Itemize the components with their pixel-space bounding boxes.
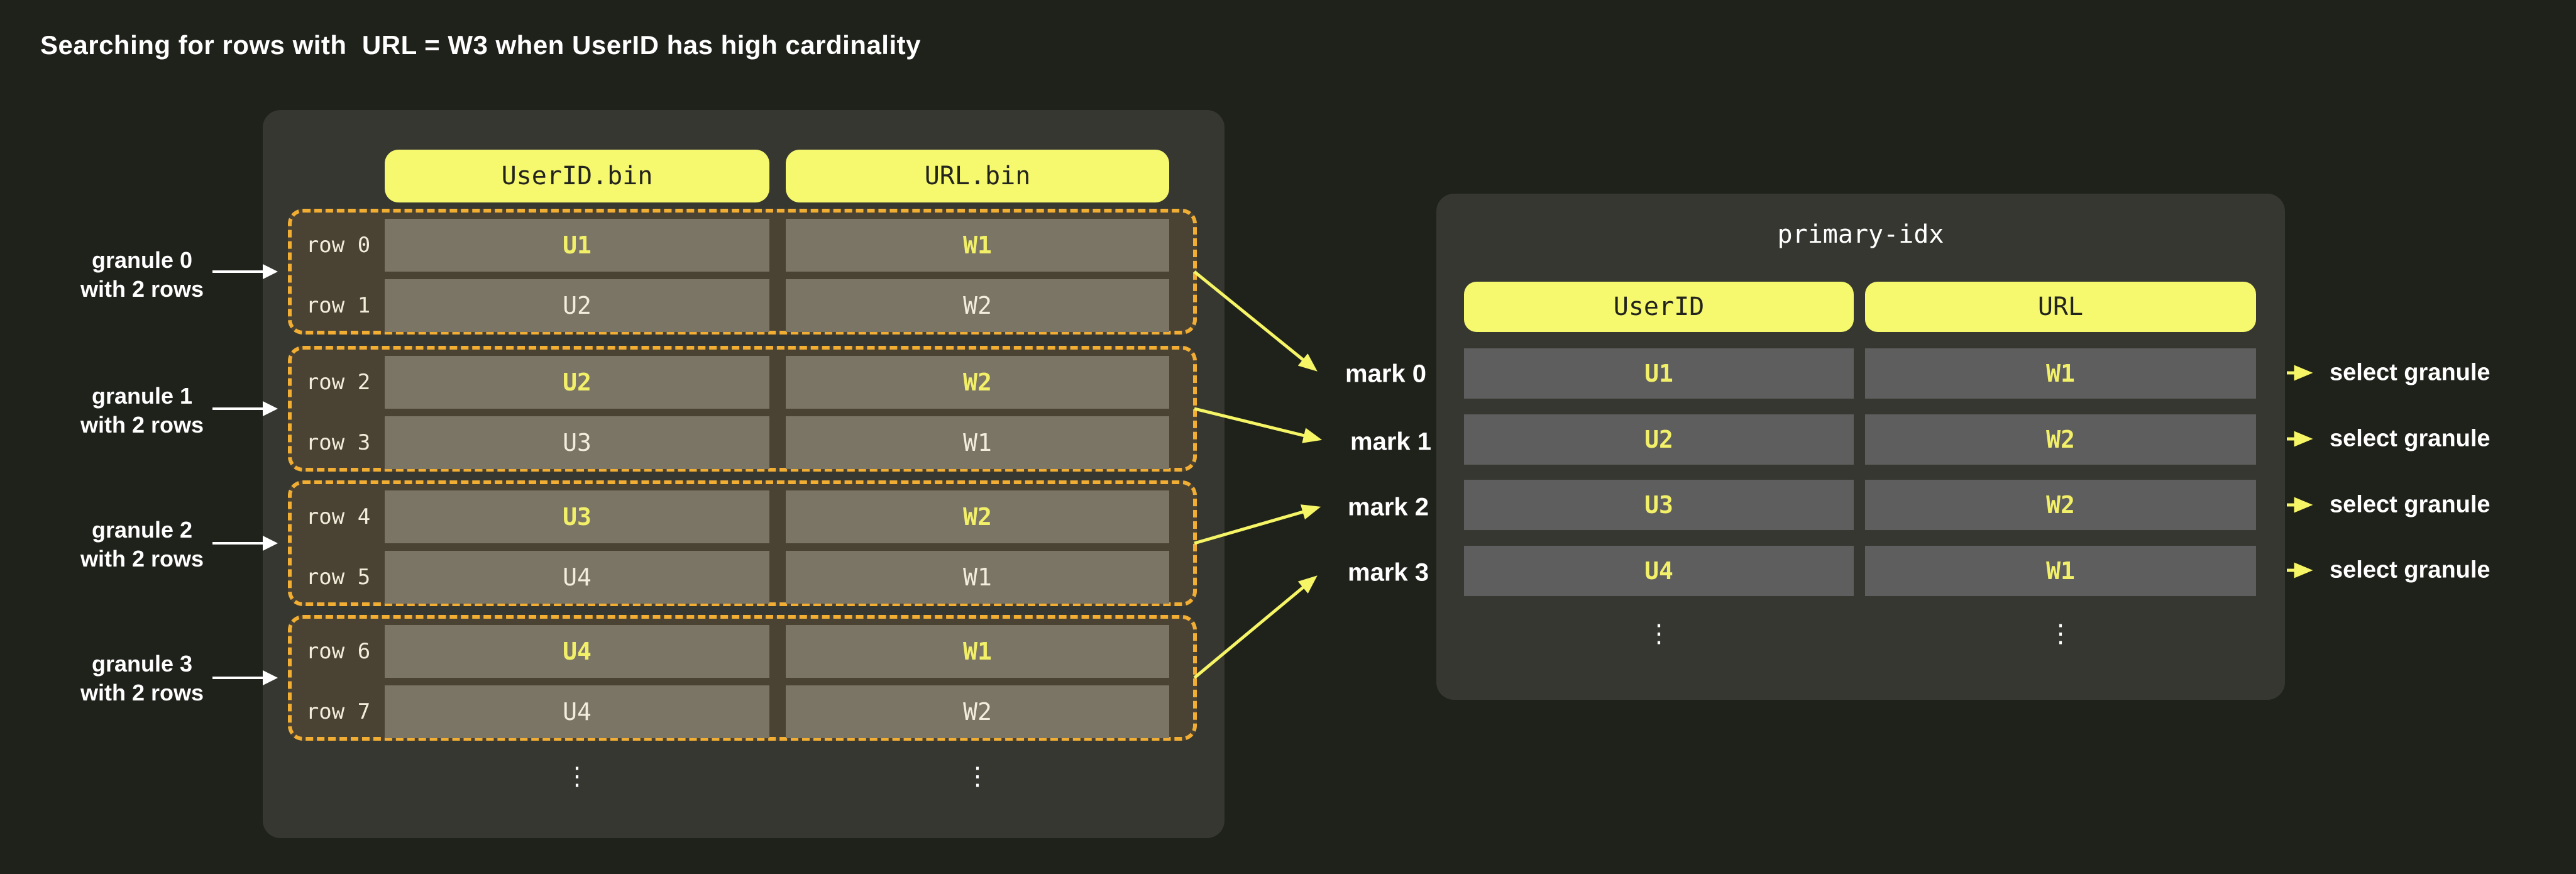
bin-cell-url: W1 bbox=[786, 219, 1169, 272]
bin-cell-url: W1 bbox=[786, 551, 1169, 604]
granule-label-line2: with 2 rows bbox=[80, 412, 204, 438]
mark-label-2: mark 2 bbox=[1348, 493, 1429, 521]
bin-cell-userid: U1 bbox=[385, 219, 769, 272]
bin-cell-userid: U4 bbox=[385, 625, 769, 678]
index-cell-url: W2 bbox=[1865, 480, 2256, 530]
granule-label-line1: granule 0 bbox=[91, 247, 193, 273]
row-label: row 0 bbox=[305, 233, 371, 258]
primary-index-panel: primary-idx UserID URL U1 W1 U2 W2 U3 W2… bbox=[1436, 194, 2285, 700]
select-granule-label-0: select granule bbox=[2330, 359, 2491, 386]
row-label: row 7 bbox=[305, 699, 371, 724]
index-header-url: URL bbox=[1865, 282, 2256, 332]
index-cell-userid: U3 bbox=[1464, 480, 1854, 530]
mark-label-0: mark 0 bbox=[1345, 360, 1426, 388]
select-granule-label-3: select granule bbox=[2330, 556, 2491, 584]
index-cell-url: W1 bbox=[1865, 348, 2256, 399]
row-label: row 6 bbox=[305, 639, 371, 664]
row-label: row 3 bbox=[305, 430, 371, 455]
granule-box-0: row 0 U1 W1 row 1 U2 W2 bbox=[288, 209, 1197, 335]
granule-box-2: row 4 U3 W2 row 5 U4 W1 bbox=[288, 480, 1197, 606]
bin-cell-url: W2 bbox=[786, 685, 1169, 738]
granule-label-2: granule 2 with 2 rows bbox=[29, 516, 255, 573]
row-label: row 5 bbox=[305, 565, 371, 590]
bin-cell-userid: U3 bbox=[385, 416, 769, 469]
granule-label-0: granule 0 with 2 rows bbox=[29, 246, 255, 304]
granule-label-line1: granule 2 bbox=[91, 517, 193, 543]
granule-label-1: granule 1 with 2 rows bbox=[29, 382, 255, 440]
bin-cell-userid: U4 bbox=[385, 551, 769, 604]
select-granule-arrows bbox=[2287, 365, 2313, 578]
bin-cell-userid: U4 bbox=[385, 685, 769, 738]
mark-label-1: mark 1 bbox=[1350, 428, 1431, 456]
index-cell-userid: U4 bbox=[1464, 546, 1854, 596]
bin-cell-url: W1 bbox=[786, 625, 1169, 678]
index-cell-url: W1 bbox=[1865, 546, 2256, 596]
select-granule-label-1: select granule bbox=[2330, 425, 2491, 452]
index-cell-userid: U1 bbox=[1464, 348, 1854, 399]
granule-label-line1: granule 3 bbox=[91, 651, 193, 677]
row-label: row 2 bbox=[305, 370, 371, 395]
granule-box-3: row 6 U4 W1 row 7 U4 W2 bbox=[288, 615, 1197, 741]
bin-url-ellipsis: ⋮ bbox=[965, 762, 990, 791]
index-header-userid: UserID bbox=[1464, 282, 1854, 332]
bin-cell-url: W2 bbox=[786, 490, 1169, 543]
bin-cell-url: W2 bbox=[786, 356, 1169, 409]
row-label: row 4 bbox=[305, 504, 371, 529]
index-userid-ellipsis: ⋮ bbox=[1646, 619, 1671, 648]
bin-cell-userid: U3 bbox=[385, 490, 769, 543]
select-granule-label-2: select granule bbox=[2330, 491, 2491, 518]
mark-label-3: mark 3 bbox=[1348, 558, 1429, 587]
granule-label-line1: granule 1 bbox=[91, 383, 193, 409]
granule-box-1: row 2 U2 W2 row 3 U3 W1 bbox=[288, 346, 1197, 472]
index-cell-userid: U2 bbox=[1464, 414, 1854, 465]
primary-index-title: primary-idx bbox=[1777, 220, 1944, 249]
granule-label-line2: with 2 rows bbox=[80, 546, 204, 572]
column-header-userid-bin: UserID.bin bbox=[385, 150, 769, 202]
granule-label-line2: with 2 rows bbox=[80, 680, 204, 705]
diagram-title: Searching for rows with URL = W3 when Us… bbox=[40, 30, 921, 60]
granule-label-line2: with 2 rows bbox=[80, 276, 204, 302]
bin-cell-userid: U2 bbox=[385, 279, 769, 332]
bin-cell-url: W2 bbox=[786, 279, 1169, 332]
granule-label-3: granule 3 with 2 rows bbox=[29, 650, 255, 707]
row-label: row 1 bbox=[305, 293, 371, 318]
index-url-ellipsis: ⋮ bbox=[2048, 619, 2073, 648]
bin-cell-userid: U2 bbox=[385, 356, 769, 409]
column-header-url-bin: URL.bin bbox=[786, 150, 1169, 202]
bin-userid-ellipsis: ⋮ bbox=[564, 762, 590, 791]
bin-cell-url: W1 bbox=[786, 416, 1169, 469]
index-cell-url: W2 bbox=[1865, 414, 2256, 465]
